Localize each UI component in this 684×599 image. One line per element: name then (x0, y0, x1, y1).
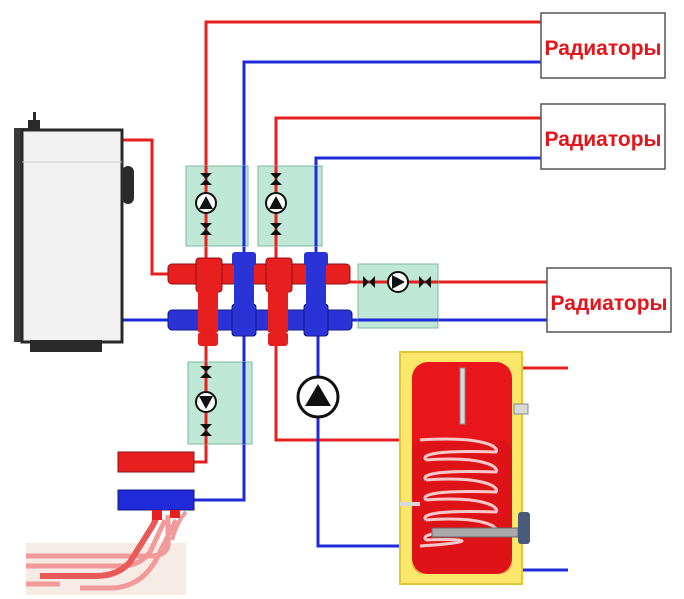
pump-module-floor-heating (187, 361, 253, 445)
radiator-box-2: Радиаторы (540, 103, 666, 170)
pump-module-radiators-3 (357, 263, 439, 329)
pump-module-radiators-2 (257, 165, 323, 247)
valve-icon (200, 424, 212, 436)
floor-heating-manifold (117, 451, 195, 520)
valve-icon (270, 223, 282, 235)
radiator-label-2: Радиаторы (545, 128, 662, 151)
pump-icon (195, 391, 217, 413)
circulation-pump-icon (296, 375, 340, 419)
pump-icon (387, 271, 409, 293)
radiator-label-3: Радиаторы (551, 292, 668, 315)
hot-water-tank (399, 351, 530, 585)
coil-icon (419, 437, 498, 548)
valve-icon (363, 276, 375, 288)
valve-icon (200, 366, 212, 378)
valve-icon (270, 173, 282, 185)
radiator-label-1: Радиаторы (545, 37, 662, 60)
valve-icon (200, 173, 212, 185)
pump-icon (265, 192, 287, 214)
pump-icon (195, 192, 217, 214)
valve-icon (419, 276, 431, 288)
radiator-box-1: Радиаторы (540, 12, 666, 79)
boiler (14, 112, 134, 352)
floor-heating-loops (26, 507, 188, 595)
valve-icon (200, 223, 212, 235)
pump-module-radiators-1 (185, 165, 249, 247)
radiator-box-3: Радиаторы (546, 267, 672, 333)
hydraulic-manifold (167, 252, 353, 346)
